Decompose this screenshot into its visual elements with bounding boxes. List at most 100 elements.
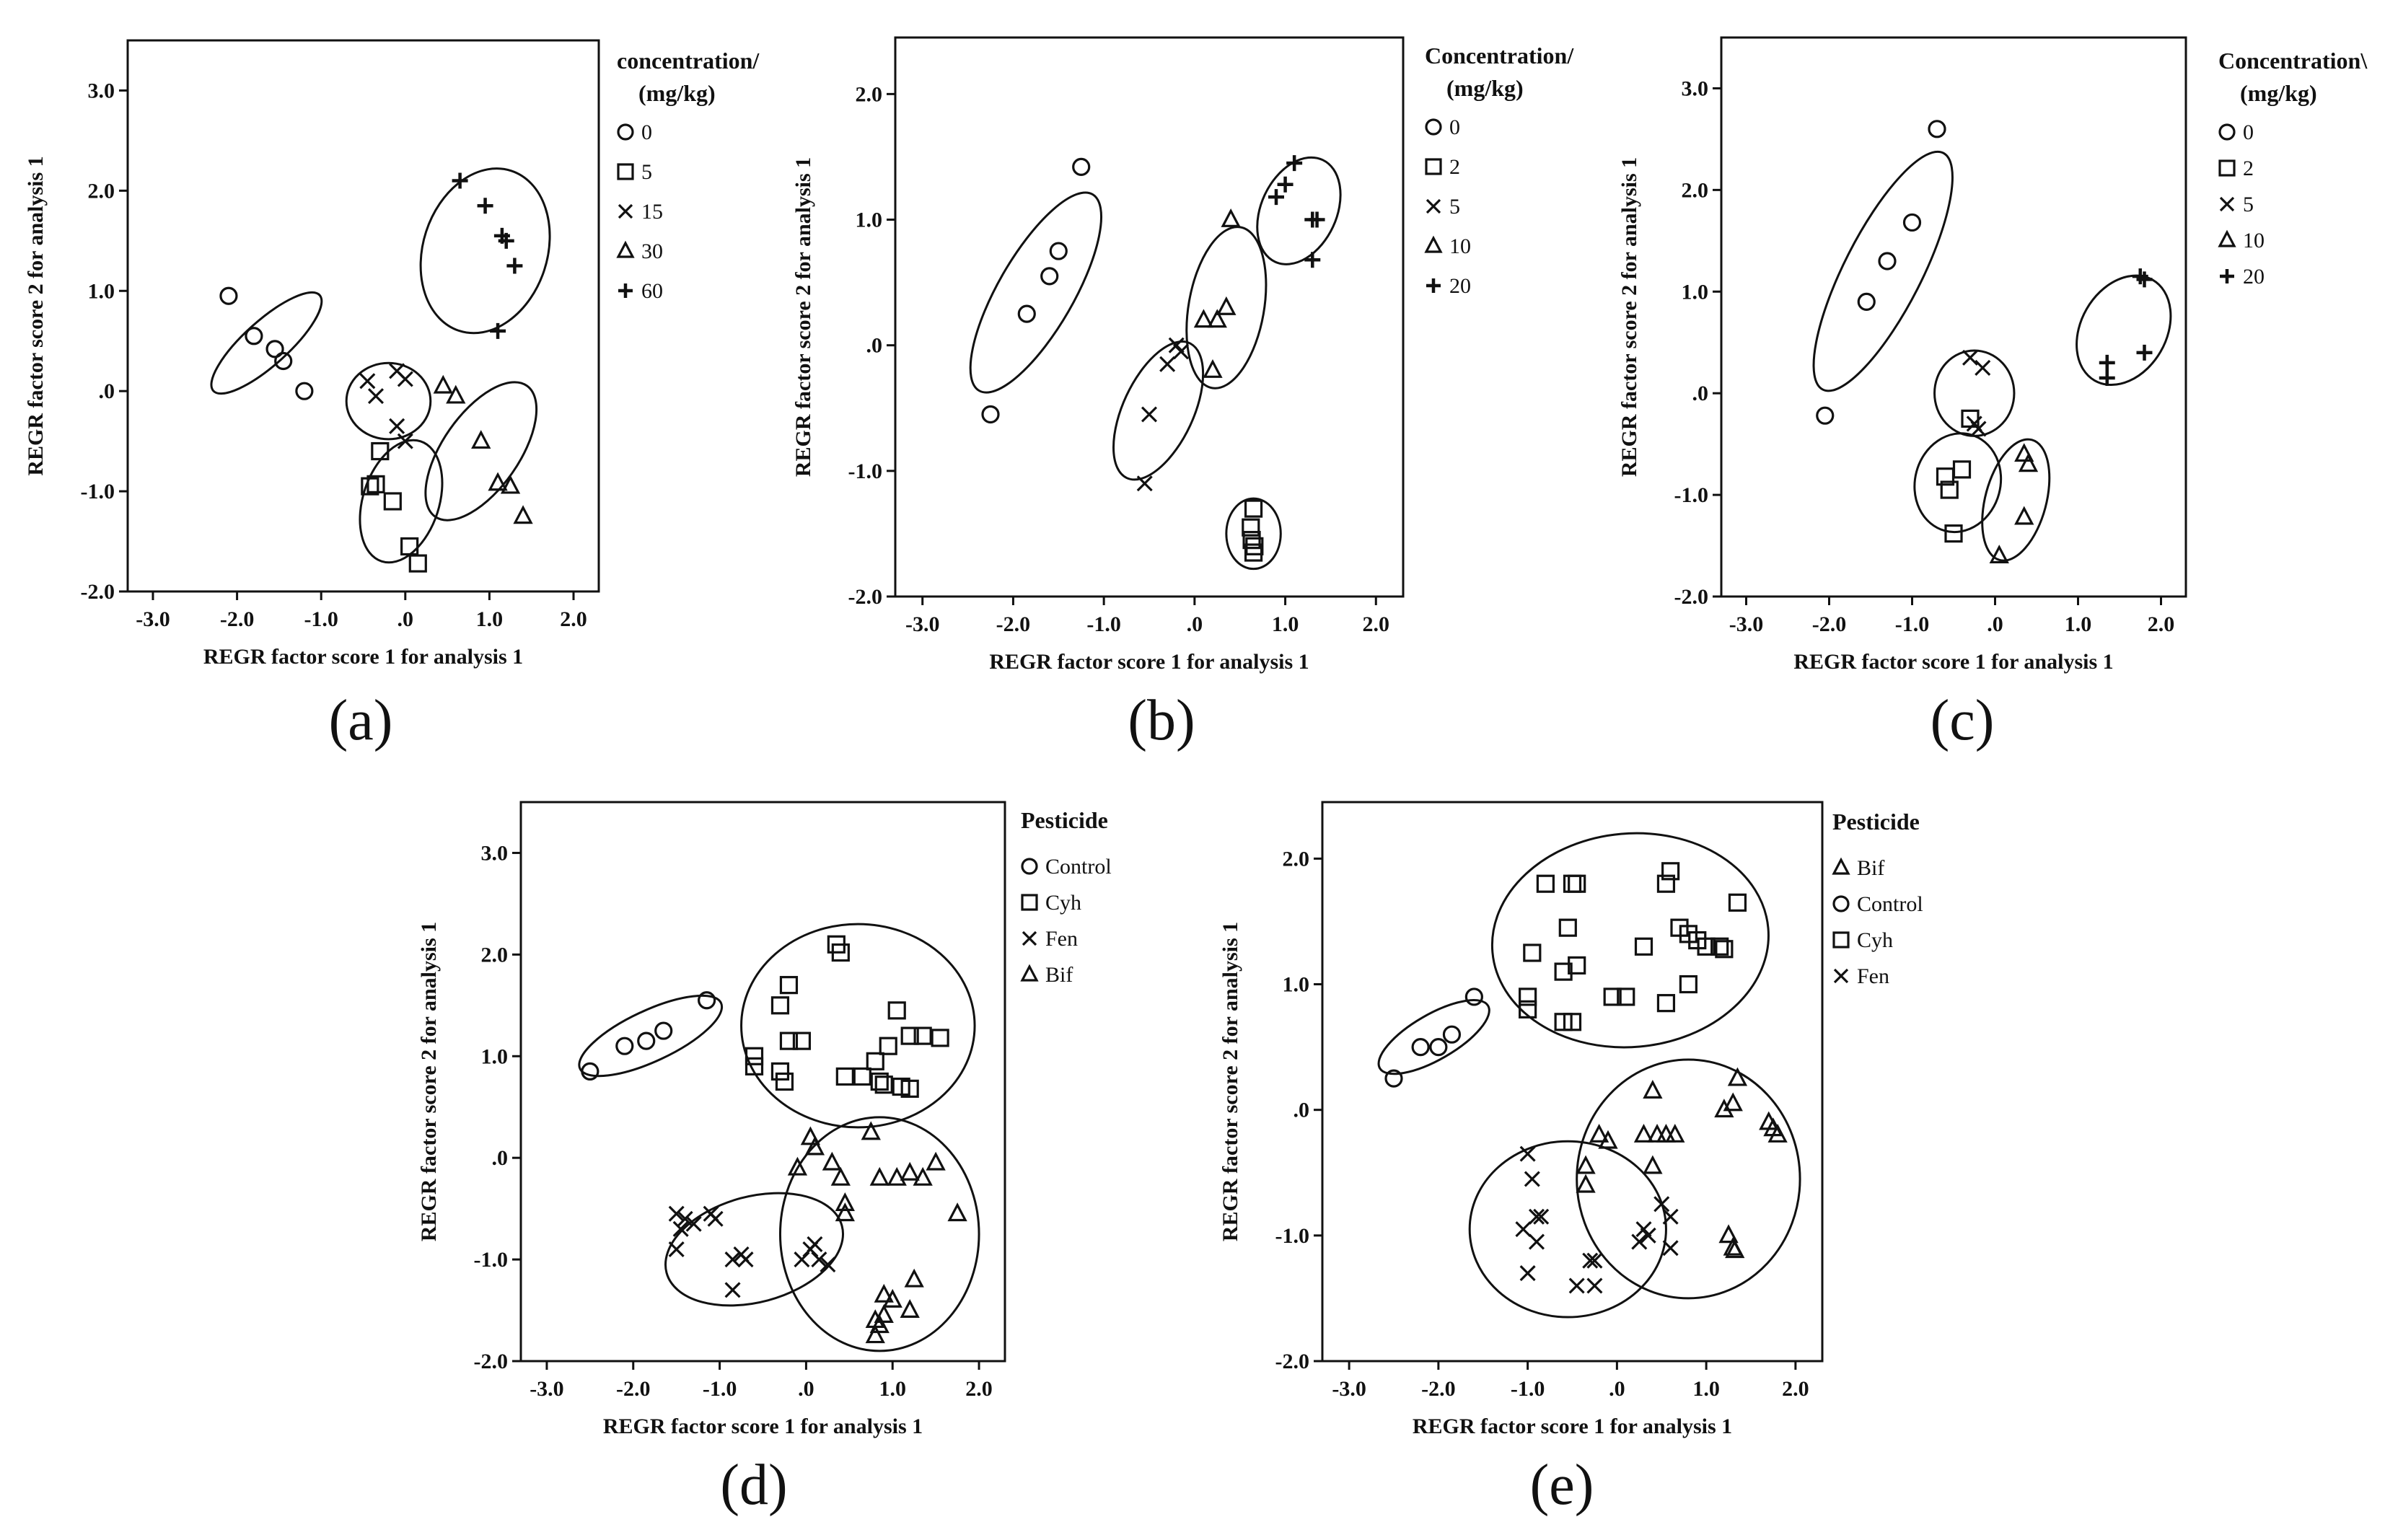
data-point-fen bbox=[737, 1251, 754, 1268]
data-point-cyh bbox=[1728, 893, 1747, 912]
data-point-bif bbox=[869, 1314, 890, 1334]
x-tick-label: -1.0 bbox=[1895, 612, 1930, 636]
data-point-20 bbox=[1304, 252, 1321, 268]
data-point-0 bbox=[219, 286, 238, 305]
data-point-20 bbox=[2099, 354, 2115, 371]
data-point-cyh bbox=[913, 1026, 932, 1045]
data-point-fen bbox=[724, 1282, 741, 1298]
data-point-fen bbox=[1515, 1221, 1532, 1238]
y-tick-label: 2.0 bbox=[88, 179, 115, 203]
data-point-cyh bbox=[1656, 874, 1676, 893]
x-tick-label: .0 bbox=[1987, 612, 2003, 636]
x-axis-label: REGR factor score 1 for analysis 1 bbox=[1413, 1414, 1732, 1438]
y-tick-label: 3.0 bbox=[1682, 76, 1709, 100]
x-tick-label: -2.0 bbox=[220, 607, 255, 631]
data-point-cyh bbox=[779, 976, 799, 995]
legend-label: 0 bbox=[641, 120, 652, 144]
x-tick-label: 1.0 bbox=[1692, 1377, 1720, 1401]
data-point-cyh bbox=[1715, 940, 1734, 959]
legend-marker-20 bbox=[2220, 269, 2234, 283]
legend-marker-cyh bbox=[1021, 894, 1038, 911]
data-point-cyh bbox=[770, 1062, 790, 1081]
y-tick-label: 1.0 bbox=[481, 1044, 509, 1068]
data-point-bif bbox=[835, 1202, 855, 1222]
data-point-fen bbox=[672, 1220, 689, 1237]
data-point-10 bbox=[2018, 453, 2039, 472]
data-point-0 bbox=[1902, 213, 1922, 232]
data-point-2 bbox=[1242, 531, 1261, 550]
data-point-fen bbox=[1533, 1208, 1550, 1225]
legend-label: 60 bbox=[641, 279, 663, 303]
legend-label: Control bbox=[1857, 892, 1923, 916]
x-axis-label: REGR factor score 1 for analysis 1 bbox=[989, 650, 1309, 674]
data-point-10 bbox=[1203, 358, 1223, 378]
x-tick-label: 1.0 bbox=[2065, 612, 2092, 636]
data-point-20 bbox=[1286, 155, 1303, 172]
y-tick-label: 1.0 bbox=[88, 279, 115, 303]
data-point-fen bbox=[668, 1241, 685, 1258]
data-point-fen bbox=[724, 1251, 741, 1268]
data-point-fen bbox=[1640, 1227, 1656, 1244]
legend-title: concentration/ bbox=[617, 48, 760, 74]
data-point-cyh bbox=[745, 1057, 764, 1075]
data-point-control bbox=[1442, 1025, 1462, 1044]
data-point-10 bbox=[2014, 443, 2034, 462]
legend-marker-control bbox=[1832, 895, 1850, 912]
cluster-ellipse-20 bbox=[1256, 156, 1342, 265]
data-point-60 bbox=[506, 258, 523, 274]
x-tick-label: -2.0 bbox=[616, 1377, 651, 1401]
legend-label: 30 bbox=[641, 239, 663, 263]
x-tick-label: 2.0 bbox=[1363, 612, 1390, 636]
panel-caption: (d) bbox=[720, 1453, 787, 1517]
legend-title: Pesticide bbox=[1021, 807, 1108, 833]
x-tick-label: 1.0 bbox=[476, 607, 504, 631]
x-tick-label: -3.0 bbox=[1729, 612, 1764, 636]
data-point-cyh bbox=[1568, 874, 1586, 893]
data-point-5 bbox=[383, 492, 402, 511]
data-point-5 bbox=[371, 441, 390, 461]
data-point-0 bbox=[1816, 406, 1835, 425]
legend-label: 10 bbox=[1449, 234, 1471, 258]
y-tick-label: -2.0 bbox=[848, 585, 883, 609]
plot-frame bbox=[519, 801, 1006, 1363]
data-point-cyh bbox=[866, 1052, 884, 1070]
data-point-10 bbox=[1207, 309, 1227, 328]
y-tick-label: -2.0 bbox=[474, 1350, 509, 1373]
data-point-2 bbox=[1944, 524, 1963, 543]
cluster-ellipse-60 bbox=[419, 167, 551, 335]
data-point-30 bbox=[433, 374, 453, 394]
data-point-0 bbox=[274, 351, 293, 371]
legend-title: (mg/kg) bbox=[1446, 75, 1524, 101]
data-point-cyh bbox=[1519, 1000, 1537, 1018]
x-tick-label: 2.0 bbox=[2148, 612, 2175, 636]
data-point-cyh bbox=[1554, 962, 1573, 981]
legend-marker-10 bbox=[2218, 229, 2236, 247]
x-tick-label: 2.0 bbox=[1782, 1377, 1809, 1401]
data-point-bif bbox=[887, 1166, 907, 1186]
data-point-cyh bbox=[779, 1031, 799, 1050]
x-axis-label: REGR factor score 1 for analysis 1 bbox=[203, 645, 523, 669]
data-point-cyh bbox=[931, 1029, 949, 1047]
y-tick-label: 2.0 bbox=[481, 943, 509, 967]
data-point-10 bbox=[2014, 506, 2034, 525]
legend-label: 15 bbox=[641, 200, 663, 224]
x-tick-label: .0 bbox=[1187, 612, 1203, 636]
data-point-bif bbox=[804, 1136, 825, 1156]
data-point-20 bbox=[2099, 370, 2115, 387]
data-point-cyh bbox=[1697, 937, 1716, 956]
data-point-5 bbox=[400, 537, 419, 556]
data-point-15 bbox=[389, 418, 405, 434]
cluster-ellipse-15 bbox=[345, 361, 432, 441]
y-tick-label: -2.0 bbox=[81, 580, 115, 604]
legend-label: Cyh bbox=[1045, 891, 1081, 915]
legend-label: Fen bbox=[1045, 927, 1078, 951]
data-point-2 bbox=[1940, 480, 1959, 499]
data-point-bif bbox=[1718, 1224, 1739, 1244]
data-point-control bbox=[654, 1021, 673, 1040]
cluster-ellipse-cyh bbox=[740, 923, 976, 1129]
data-point-0 bbox=[1878, 252, 1897, 270]
y-tick-label: 2.0 bbox=[1682, 178, 1709, 202]
legend-title: Pesticide bbox=[1832, 809, 1920, 835]
data-point-cyh bbox=[853, 1067, 871, 1086]
data-point-bif bbox=[1727, 1067, 1748, 1086]
